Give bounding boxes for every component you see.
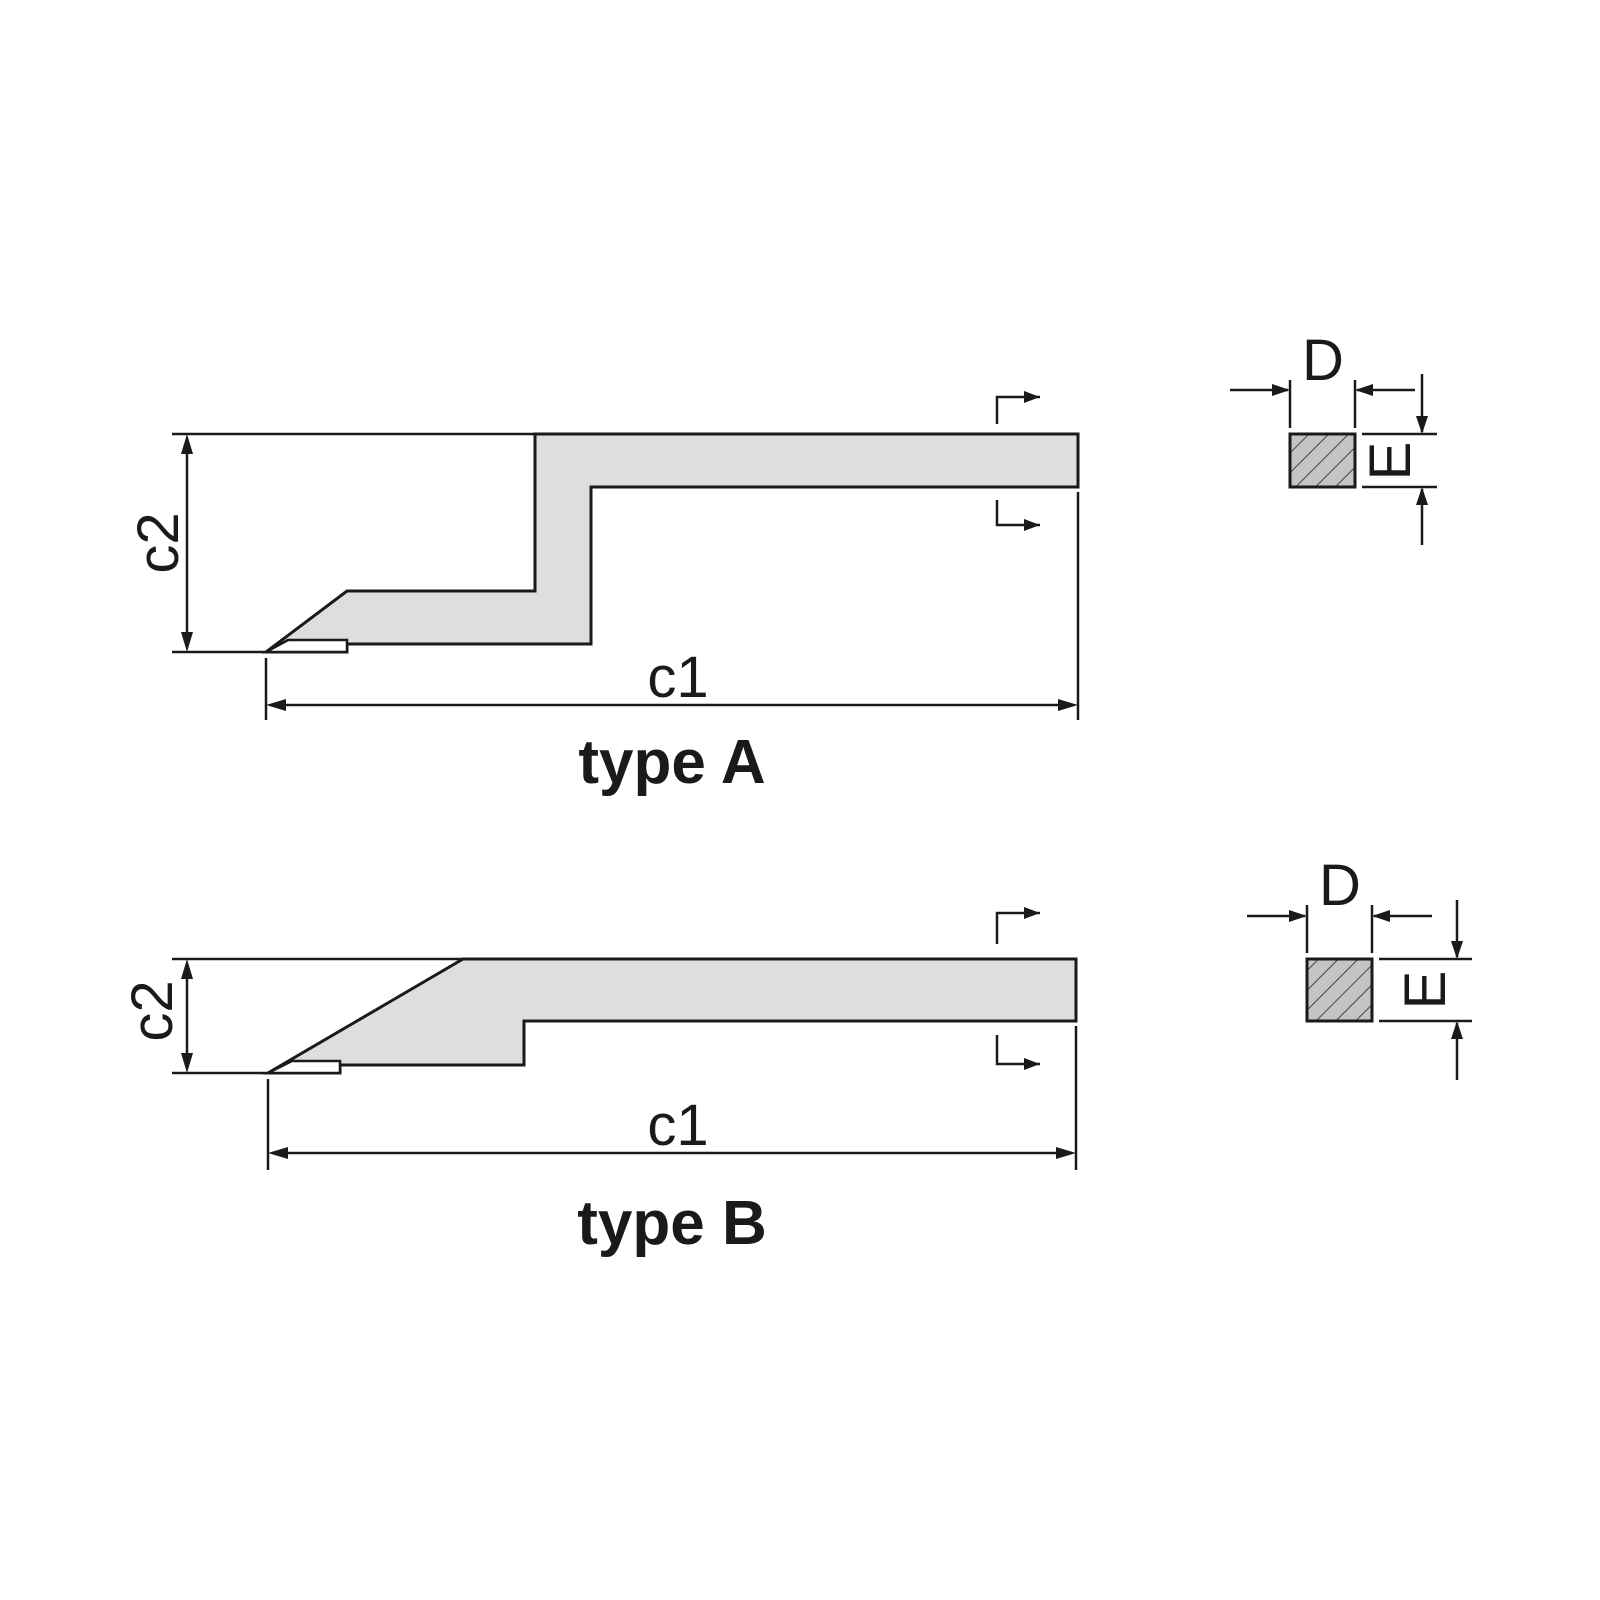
type-a-tool-body [261, 432, 1080, 654]
type-a-section-cut-mark [995, 391, 1040, 531]
type-b-title: type B [577, 1189, 766, 1258]
type-a-c2-label: c2 [126, 512, 191, 573]
type-b-c2-dimension: c2 [120, 957, 463, 1075]
type-a-c2-dimension: c2 [126, 432, 535, 654]
type-b-c1-dimension: c1 [266, 1026, 1078, 1170]
type-a-c1-dimension: c1 [264, 492, 1080, 720]
type-b-cross-section: D E [1247, 853, 1472, 1080]
type-a-drawing: c2 c1 type A D [126, 328, 1437, 797]
type-a-e-label: E [1358, 442, 1423, 481]
type-a-c1-label: c1 [647, 645, 708, 710]
type-b-drawing: c2 c1 type B D [120, 853, 1472, 1258]
type-b-section-square [1305, 957, 1374, 1023]
type-b-section-cut-mark [995, 907, 1040, 1070]
type-a-d-label: D [1302, 328, 1344, 393]
type-b-c1-label: c1 [647, 1093, 708, 1158]
type-b-c2-label: c2 [120, 980, 185, 1041]
type-b-tool-body [262, 957, 1078, 1075]
type-a-section-square [1288, 432, 1357, 489]
type-b-d-label: D [1319, 853, 1361, 918]
type-a-title: type A [578, 728, 765, 797]
type-b-e-label: E [1393, 971, 1458, 1010]
type-a-cutting-tip [265, 638, 349, 654]
type-b-cutting-tip [267, 1059, 342, 1075]
type-a-cross-section: D E [1230, 328, 1437, 545]
